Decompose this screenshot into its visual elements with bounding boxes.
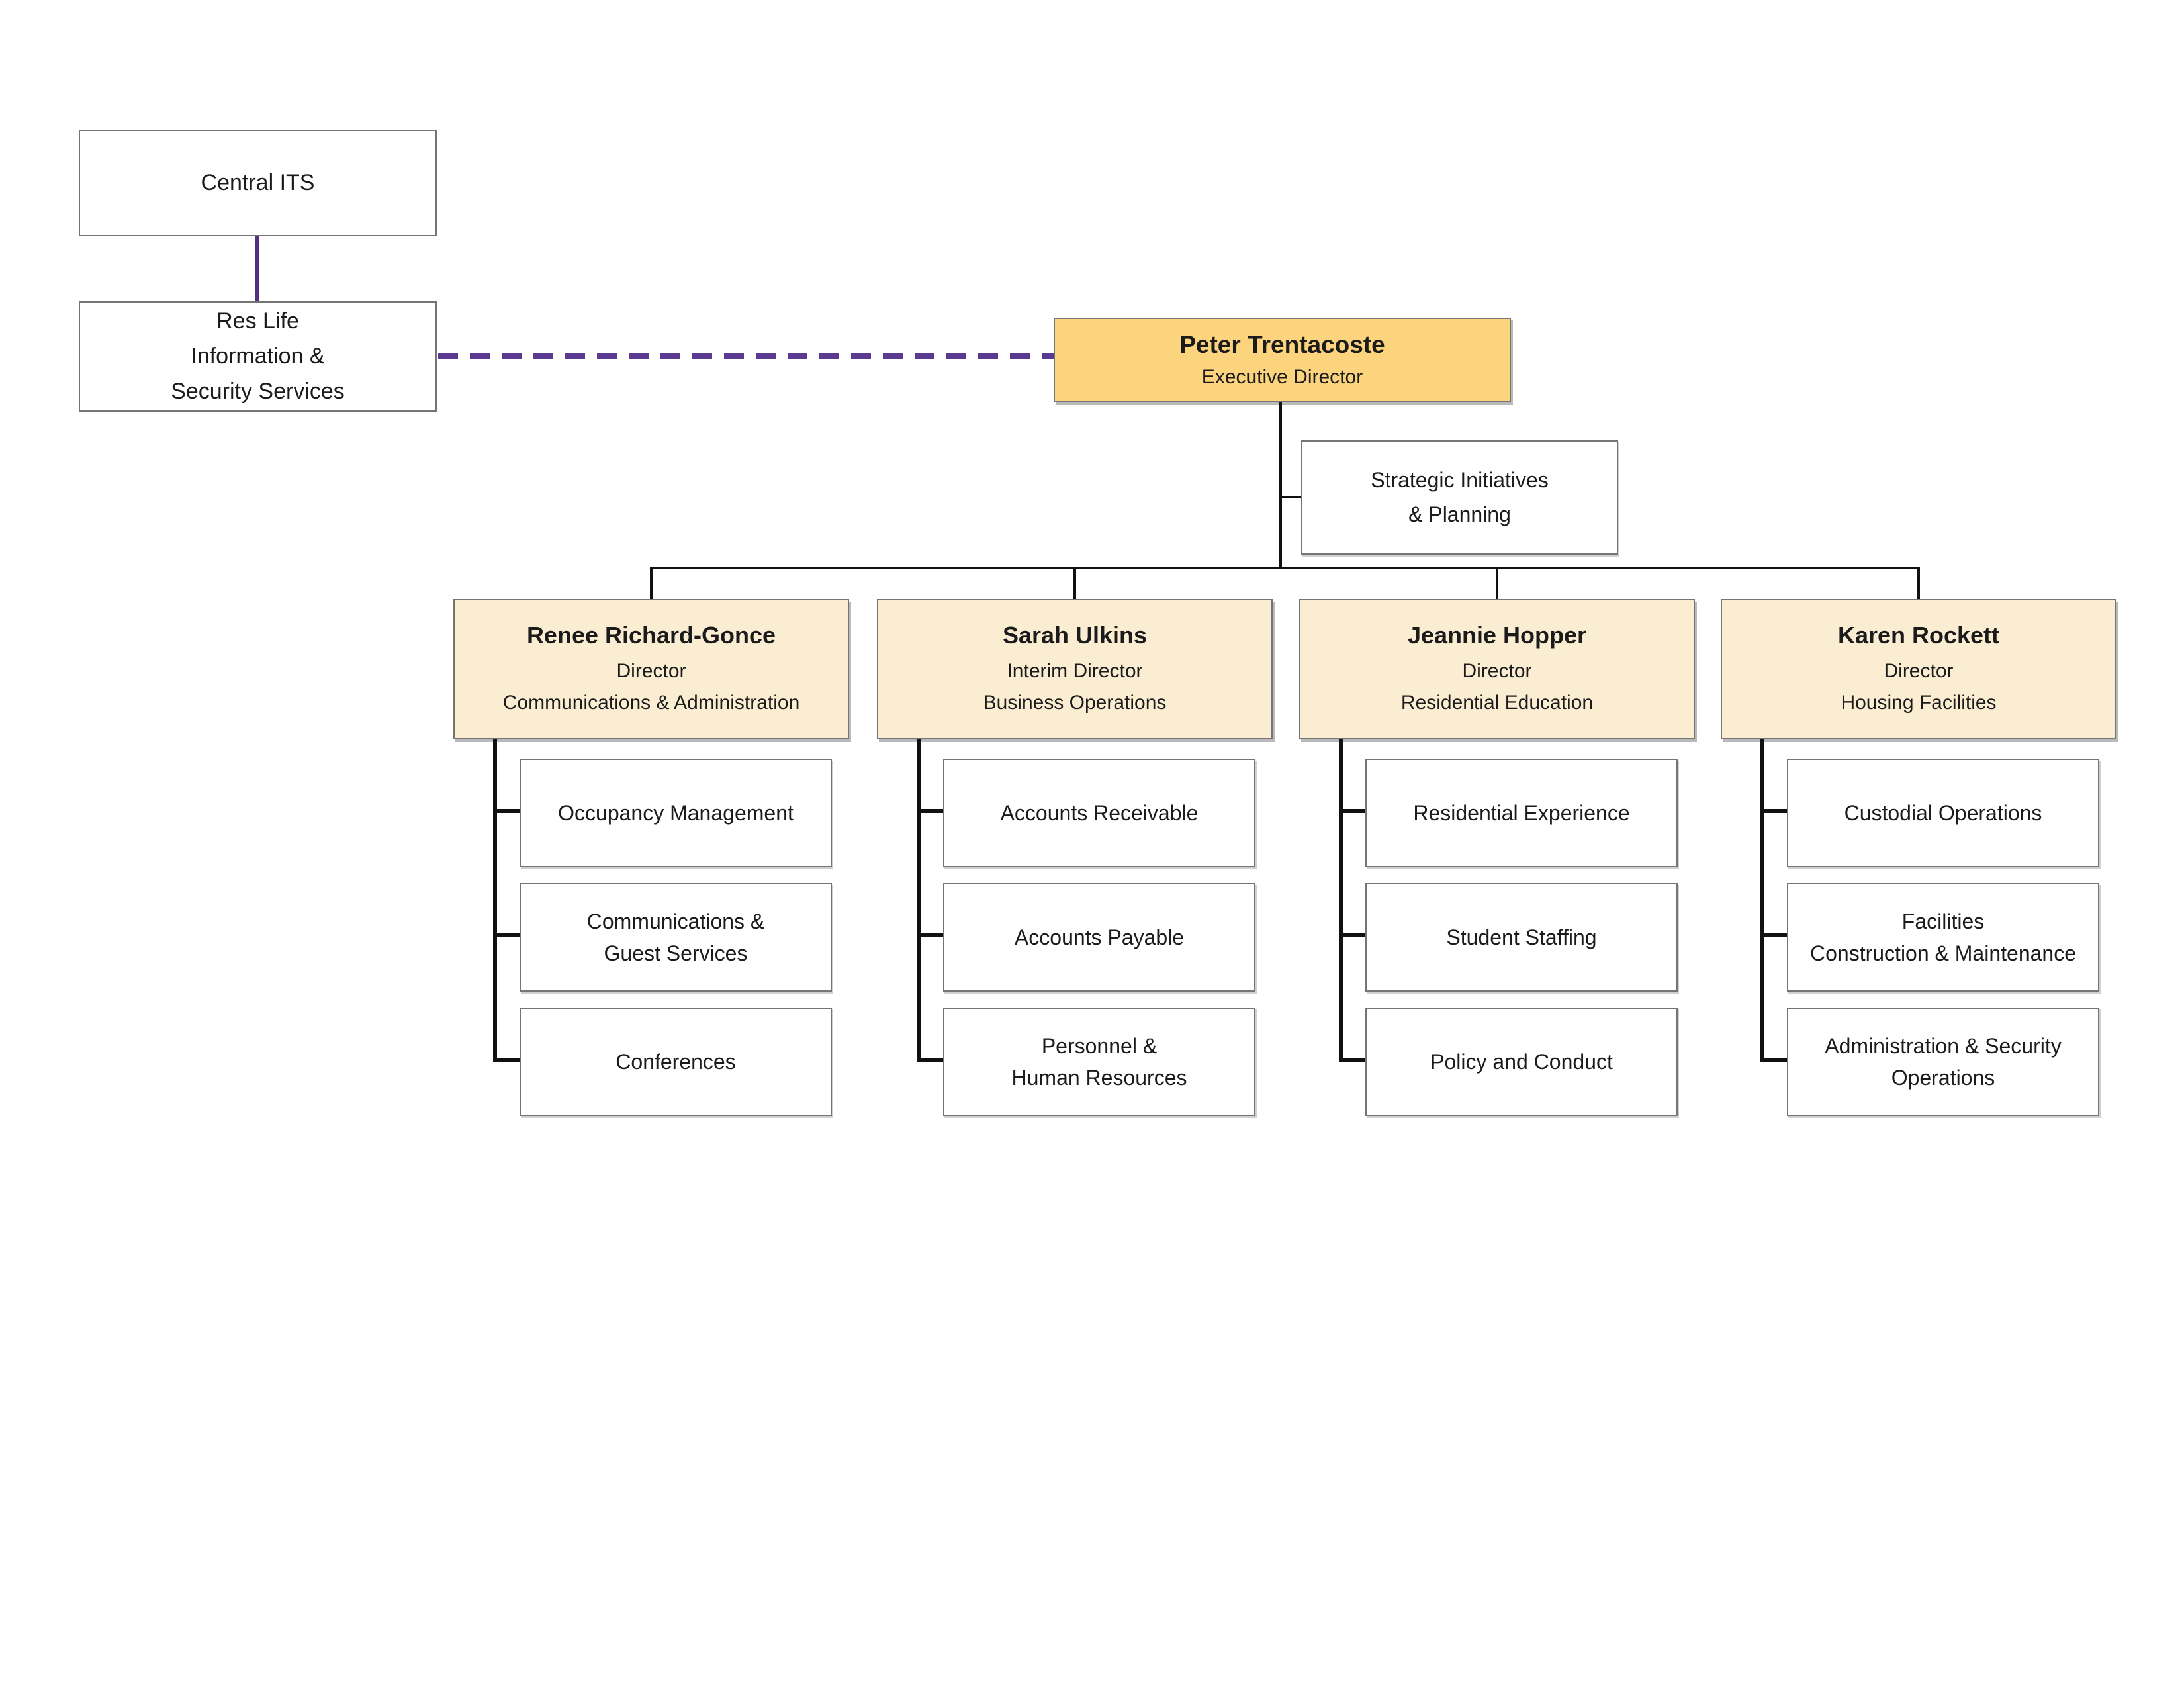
director-department: Communications & Administration [502, 692, 800, 714]
report-box: Student Staffing [1365, 883, 1678, 992]
strategic-branch-line [1279, 496, 1302, 498]
director-box: Jeannie Hopper Director Residential Educ… [1299, 599, 1695, 739]
report-tick-line [493, 1058, 521, 1062]
report-box: Facilities Construction & Maintenance [1787, 883, 2099, 992]
director-title: Director [616, 660, 686, 682]
director-department: Business Operations [983, 692, 1167, 714]
res-life-box: Res Life Information & Security Services [79, 301, 437, 412]
tree-drop-line-2 [1496, 568, 1498, 599]
report-tick-line [1760, 809, 1788, 813]
report-label: Facilities Construction & Maintenance [1810, 910, 2076, 965]
report-tick-line [1339, 809, 1367, 813]
tree-drop-line-3 [1917, 568, 1920, 599]
director-column-housing-facilities: Karen Rockett Director Housing Facilitie… [1721, 599, 2116, 1122]
tree-drop-line-0 [650, 568, 653, 599]
report-label: Accounts Receivable [1000, 801, 1199, 825]
strategic-initiatives-label: Strategic Initiatives & Planning [1371, 468, 1549, 526]
purple-connector-line [255, 236, 259, 301]
report-tick-line [1760, 933, 1788, 937]
column-spine-line [1760, 739, 1764, 1062]
report-label: Occupancy Management [558, 801, 794, 825]
column-spine-line [1339, 739, 1343, 1062]
director-name: Karen Rockett [1837, 621, 2000, 649]
executive-box: Peter Trentacoste Executive Director [1054, 318, 1511, 402]
report-label: Conferences [615, 1050, 736, 1074]
report-label: Policy and Conduct [1430, 1050, 1613, 1074]
res-life-label: Res Life Information & Security Services [171, 308, 345, 404]
report-box: Communications & Guest Services [520, 883, 832, 992]
report-box: Conferences [520, 1008, 832, 1116]
director-title: Interim Director [1007, 660, 1143, 682]
report-box: Custodial Operations [1787, 759, 2099, 867]
report-label: Communications & Guest Services [586, 910, 765, 965]
report-tick-line [1339, 1058, 1367, 1062]
director-column-residential-education: Jeannie Hopper Director Residential Educ… [1299, 599, 1695, 1122]
tree-drop-line-1 [1073, 568, 1076, 599]
report-tick-line [917, 809, 944, 813]
purple-dashed-line [438, 353, 1054, 359]
report-box: Policy and Conduct [1365, 1008, 1678, 1116]
column-spine-line [917, 739, 921, 1062]
director-column-business-operations: Sarah Ulkins Interim Director Business O… [877, 599, 1273, 1122]
report-box: Residential Experience [1365, 759, 1678, 867]
report-box: Accounts Payable [943, 883, 1255, 992]
director-box: Renee Richard-Gonce Director Communicati… [453, 599, 849, 739]
director-box: Karen Rockett Director Housing Facilitie… [1721, 599, 2116, 739]
director-title: Director [1462, 660, 1532, 682]
tree-horizontal-rail [650, 567, 1920, 569]
director-title: Director [1884, 660, 1954, 682]
report-tick-line [917, 933, 944, 937]
executive-name: Peter Trentacoste [1179, 330, 1385, 358]
central-its-label: Central ITS [201, 170, 315, 196]
director-box: Sarah Ulkins Interim Director Business O… [877, 599, 1273, 739]
director-department: Residential Education [1400, 692, 1594, 714]
report-tick-line [493, 933, 521, 937]
report-box: Accounts Receivable [943, 759, 1255, 867]
executive-drop-line [1279, 402, 1282, 568]
director-name: Renee Richard-Gonce [526, 621, 776, 649]
report-label: Custodial Operations [1844, 801, 2042, 825]
report-box: Administration & Security Operations [1787, 1008, 2099, 1116]
report-box: Personnel & Human Resources [943, 1008, 1255, 1116]
report-label: Student Staffing [1446, 925, 1597, 949]
director-column-communications: Renee Richard-Gonce Director Communicati… [453, 599, 849, 1122]
report-label: Administration & Security Operations [1825, 1034, 2062, 1090]
report-label: Residential Experience [1413, 801, 1630, 825]
strategic-initiatives-box: Strategic Initiatives & Planning [1301, 440, 1618, 555]
central-its-box: Central ITS [79, 130, 437, 236]
report-label: Accounts Payable [1014, 925, 1185, 949]
report-label: Personnel & Human Resources [1011, 1034, 1187, 1090]
director-name: Jeannie Hopper [1407, 621, 1587, 649]
executive-title: Executive Director [1201, 366, 1363, 389]
report-tick-line [1339, 933, 1367, 937]
report-box: Occupancy Management [520, 759, 832, 867]
report-tick-line [1760, 1058, 1788, 1062]
column-spine-line [493, 739, 497, 1062]
director-name: Sarah Ulkins [1002, 621, 1148, 649]
report-tick-line [493, 809, 521, 813]
report-tick-line [917, 1058, 944, 1062]
director-department: Housing Facilities [1841, 692, 1997, 714]
